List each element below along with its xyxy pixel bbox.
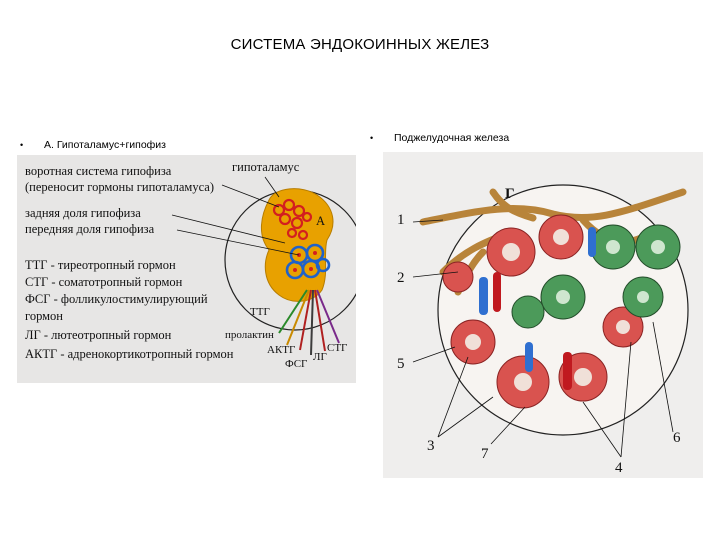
label-aktg: АКТГ - адренокортикотропный гормон bbox=[25, 347, 234, 361]
label-fsg: ФСГ - фолликулостимулирующий bbox=[25, 292, 208, 306]
label-4: 4 bbox=[615, 460, 623, 476]
arrow-label-prolactin: пролактин bbox=[225, 329, 274, 341]
label-stg: СТГ - соматотропный гормон bbox=[25, 275, 183, 289]
pointer-lines bbox=[171, 176, 300, 256]
bullet-dot: • bbox=[370, 133, 374, 143]
label-portal-system: воротная система гипофиза bbox=[25, 164, 172, 178]
anterior-lobe-vessels bbox=[285, 243, 331, 280]
arrow-label-aktg: АКТГ bbox=[267, 344, 295, 356]
arrow-label-fsg: ФСГ bbox=[285, 358, 307, 370]
arrow-label-stg: СТГ bbox=[327, 342, 347, 354]
acini bbox=[442, 214, 681, 409]
pituitary-labels: воротная система гипофиза (переносит гор… bbox=[25, 160, 347, 370]
pituitary-illustration bbox=[171, 176, 356, 356]
label-ttg: ТТГ - тиреотропный гормон bbox=[25, 258, 176, 272]
label-letter-g: Г bbox=[505, 186, 515, 202]
hormone-arrows bbox=[278, 289, 340, 356]
label-1: 1 bbox=[397, 212, 405, 228]
pituitary-diagram: воротная система гипофиза (переносит гор… bbox=[17, 155, 356, 383]
label-2: 2 bbox=[397, 270, 405, 286]
label-anterior-lobe: передняя доля гипофиза bbox=[25, 222, 155, 236]
arrow-label-lg: ЛГ bbox=[313, 351, 327, 363]
pancreas-diagram: Г 1 2 5 3 7 4 6 bbox=[383, 152, 703, 478]
bullet-label: А. Гипоталамус+гипофиз bbox=[44, 139, 166, 151]
portal-vessels bbox=[272, 198, 313, 241]
pancreas-labels: Г 1 2 5 3 7 4 6 bbox=[397, 186, 681, 476]
arrow-label-ttg: ТТГ bbox=[250, 306, 270, 318]
pointer-lines bbox=[412, 219, 674, 458]
label-7: 7 bbox=[481, 446, 489, 462]
bullet-label: Поджелудочная железа bbox=[394, 132, 510, 144]
label-lg: ЛГ - лютеотропный гормон bbox=[25, 328, 172, 342]
label-fsg-cont: гормон bbox=[25, 309, 63, 323]
label-5: 5 bbox=[397, 356, 405, 372]
label-portal-note: (переносит гормоны гипоталамуса) bbox=[25, 180, 214, 194]
label-3: 3 bbox=[427, 438, 435, 454]
pancreas-illustration bbox=[412, 184, 689, 458]
label-hypothalamus: гипоталамус bbox=[232, 160, 300, 174]
bullet-dot: • bbox=[20, 140, 24, 150]
red-dots bbox=[293, 251, 317, 272]
label-letter-a: А bbox=[316, 214, 325, 228]
label-posterior-lobe: задняя доля гипофиза bbox=[25, 206, 141, 220]
vessels bbox=[479, 227, 596, 390]
label-6: 6 bbox=[673, 430, 681, 446]
slide-title: СИСТЕМА ЭНДОКОИННЫХ ЖЕЛЕЗ bbox=[230, 36, 490, 53]
